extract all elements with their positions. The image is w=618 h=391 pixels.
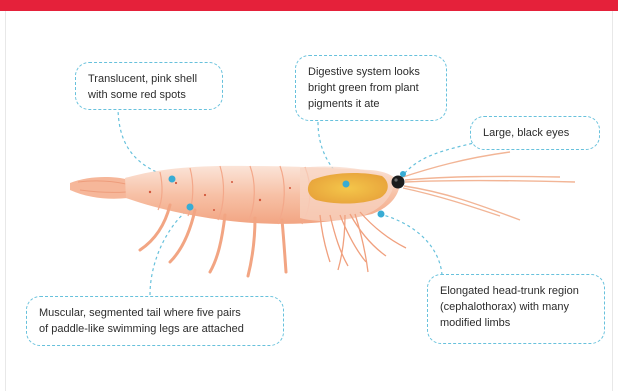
callout-line: Translucent, pink shell [88, 71, 210, 87]
eye [392, 176, 405, 189]
callout-digestive: Digestive system looks bright green from… [295, 55, 447, 121]
callout-tail: Muscular, segmented tail where five pair… [26, 296, 284, 346]
callout-line: of paddle-like swimming legs are attache… [39, 321, 271, 337]
callout-line: Muscular, segmented tail where five pair… [39, 305, 271, 321]
digestive-system [308, 173, 388, 204]
shell-connector [118, 106, 172, 178]
callout-head: Elongated head-trunk region (cephalothor… [427, 274, 605, 344]
callout-line: Large, black eyes [483, 125, 587, 141]
antennae [400, 152, 575, 220]
callout-eyes: Large, black eyes [470, 116, 600, 150]
callout-line: Elongated head-trunk region [440, 283, 592, 299]
callout-shell: Translucent, pink shell with some red sp… [75, 62, 223, 110]
callout-line: (cephalothorax) with many [440, 299, 592, 315]
callout-line: with some red spots [88, 87, 210, 103]
eyes-connector [403, 142, 478, 175]
callout-line: bright green from plant [308, 80, 434, 96]
callout-line: modified limbs [440, 315, 592, 331]
tail-connector [150, 208, 190, 295]
tail-fan [70, 177, 130, 199]
head-connector [380, 214, 442, 275]
callout-line: pigments it ate [308, 96, 434, 112]
callout-line: Digestive system looks [308, 64, 434, 80]
head-limbs [320, 212, 406, 272]
